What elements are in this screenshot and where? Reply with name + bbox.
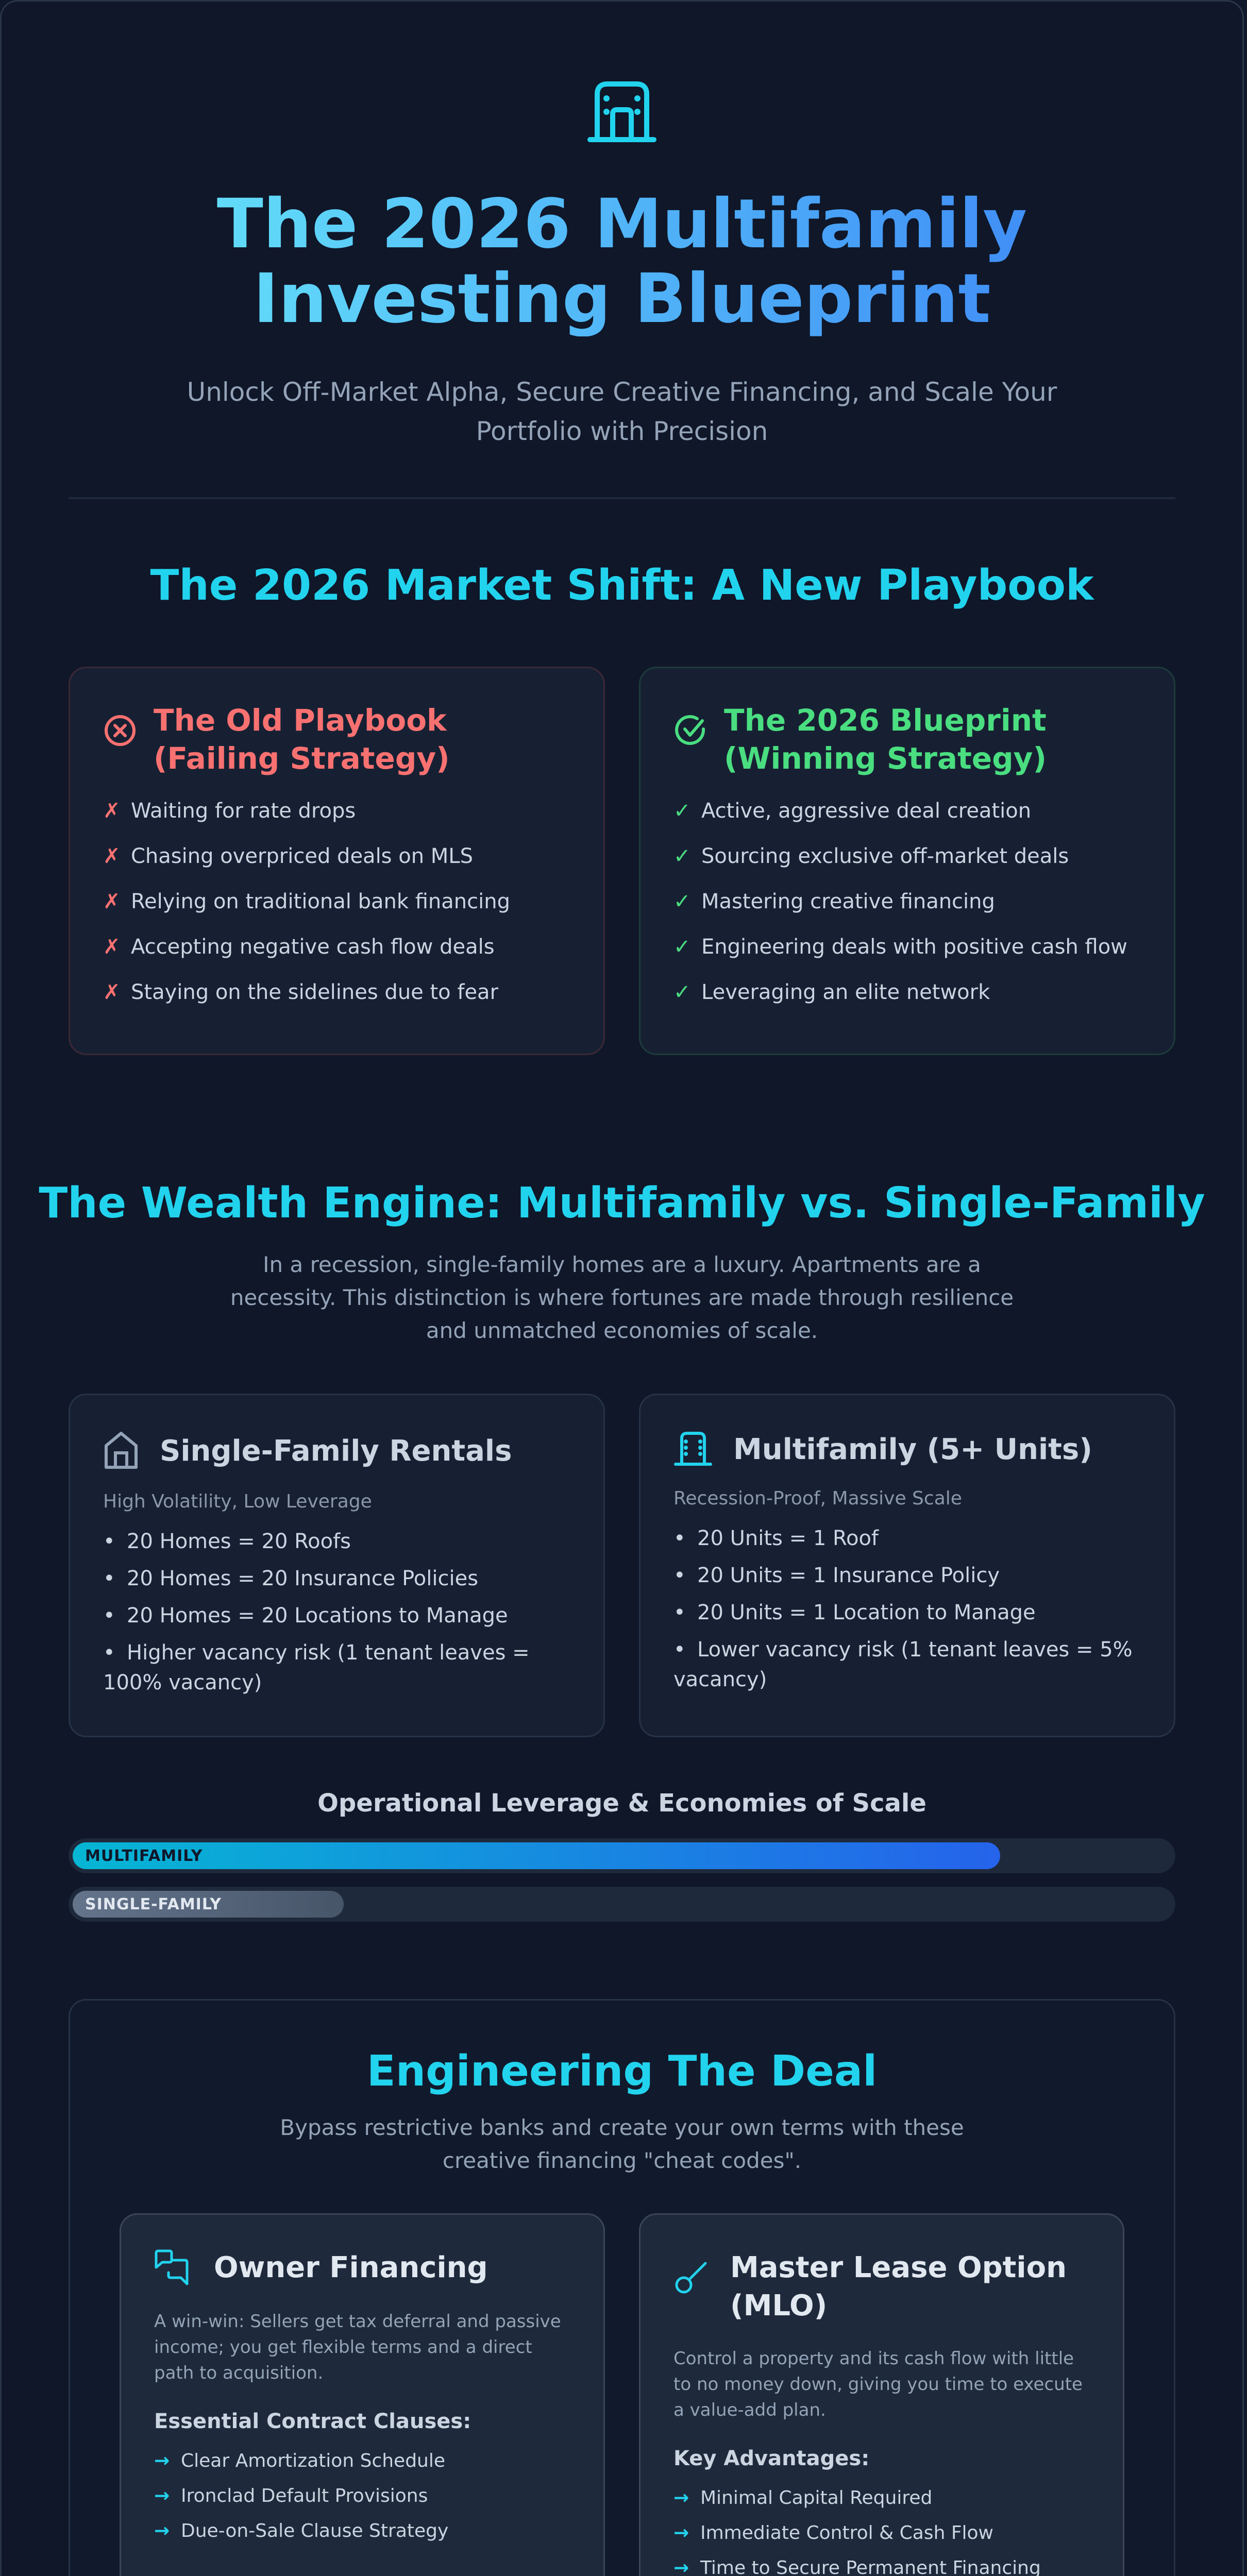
check-mark-icon: ✓ (673, 799, 691, 823)
engineering-section: Engineering The Deal Bypass restrictive … (69, 1999, 1175, 2576)
list-item: 20 Units = 1 Insurance Policy (673, 1561, 1141, 1590)
multifamily-bar: MULTIFAMILY (73, 1842, 1001, 1870)
card-title: Owner Financing (214, 2251, 488, 2285)
house-icon (105, 1432, 138, 1469)
owner-financing-card: Owner Financing A win-win: Sellers get t… (120, 2213, 605, 2576)
list-item: 20 Units = 1 Roof (673, 1523, 1141, 1553)
card-title: The 2026 Blueprint (Winning Strategy) (724, 703, 1047, 776)
list-item: 20 Homes = 20 Insurance Policies (103, 1564, 570, 1594)
check-mark-icon: ✓ (673, 935, 691, 959)
arrow-icon: → (154, 2520, 170, 2542)
card-title: Single-Family Rentals (160, 1434, 512, 1468)
arrow-icon: → (673, 2487, 689, 2509)
list-item: →Ironclad Default Provisions (154, 2479, 570, 2514)
arrow-icon: → (154, 2450, 170, 2472)
x-mark-icon: ✗ (103, 935, 121, 959)
new-blueprint-list: ✓Active, aggressive deal creation ✓Sourc… (641, 796, 1174, 1054)
multifamily-card: Multifamily (5+ Units) Recession-Proof, … (639, 1394, 1175, 1738)
old-playbook-card: The Old Playbook (Failing Strategy) ✗Wai… (69, 667, 605, 1056)
page-title: The 2026 Multifamily Investing Blueprint (81, 187, 1163, 336)
section-title: The Wealth Engine: Multifamily vs. Singl… (39, 1179, 1205, 1228)
list-item: →Immediate Control & Cash Flow (673, 2516, 1090, 2551)
check-mark-icon: ✓ (673, 844, 691, 869)
check-circle-icon (675, 715, 705, 745)
card-subheading: Key Advantages: (673, 2447, 870, 2471)
list-item: 20 Units = 1 Location to Manage (673, 1598, 1141, 1628)
arrow-icon: → (673, 2557, 689, 2576)
x-mark-icon: ✗ (103, 844, 121, 869)
new-blueprint-card: The 2026 Blueprint (Winning Strategy) ✓A… (639, 667, 1175, 1056)
advantages-list: →Minimal Capital Required →Immediate Con… (673, 2481, 1090, 2576)
list-item: ✗Accepting negative cash flow deals (103, 932, 570, 962)
apartment-building-icon (674, 1432, 712, 1466)
multifamily-list: 20 Units = 1 Roof 20 Units = 1 Insurance… (641, 1523, 1174, 1733)
arrow-icon: → (673, 2522, 689, 2544)
list-item: 20 Homes = 20 Roofs (103, 1527, 570, 1556)
list-item: ✗Chasing overpriced deals on MLS (103, 841, 570, 871)
list-item: ✗Staying on the sidelines due to fear (103, 977, 570, 1007)
list-item: ✓Leveraging an elite network (673, 977, 1141, 1007)
card-title: Master Lease Option (MLO) (730, 2251, 1067, 2323)
x-mark-icon: ✗ (103, 799, 121, 823)
page-subtitle: Unlock Off-Market Alpha, Secure Creative… (187, 377, 1057, 447)
arrow-icon: → (154, 2485, 170, 2507)
building-icon (587, 81, 656, 142)
list-item: ✓Mastering creative financing (673, 887, 1141, 917)
single-family-bar: SINGLE-FAMILY (73, 1891, 344, 1918)
list-item: Higher vacancy risk (1 tenant leaves = 1… (103, 1638, 570, 1698)
chart-title: Operational Leverage & Economies of Scal… (317, 1789, 926, 1818)
x-mark-icon: ✗ (103, 980, 121, 1005)
single-family-bar-track: SINGLE-FAMILY (69, 1887, 1175, 1922)
list-item: →Time to Secure Permanent Financing (673, 2551, 1090, 2576)
check-mark-icon: ✓ (673, 980, 691, 1005)
section-title: Engineering The Deal (366, 2047, 878, 2096)
single-family-card: Single-Family Rentals High Volatility, L… (69, 1394, 605, 1738)
list-item: ✓Active, aggressive deal creation (673, 796, 1141, 826)
wealth-engine-section: The Wealth Engine: Multifamily vs. Singl… (2, 1055, 1242, 1922)
section-description: In a recession, single-family homes are … (230, 1252, 1014, 1344)
check-mark-icon: ✓ (673, 890, 691, 914)
card-description: A win-win: Sellers get tax deferral and … (154, 2311, 561, 2384)
list-item: →Minimal Capital Required (673, 2481, 1090, 2516)
x-mark-icon: ✗ (103, 890, 121, 914)
section-description: Bypass restrictive banks and create your… (280, 2115, 964, 2174)
single-family-list: 20 Homes = 20 Roofs 20 Homes = 20 Insura… (70, 1527, 603, 1736)
list-item: →Due-on-Sale Clause Strategy (154, 2514, 570, 2549)
key-icon (675, 2262, 707, 2294)
multifamily-bar-track: MULTIFAMILY (69, 1838, 1175, 1874)
divider (69, 497, 1175, 500)
card-title: The Old Playbook (Failing Strategy) (154, 703, 450, 776)
list-item: ✗Waiting for rate drops (103, 796, 570, 826)
hero-section: The 2026 Multifamily Investing Blueprint… (2, 2, 1242, 451)
chat-bubbles-icon (155, 2249, 189, 2285)
list-item: Lower vacancy risk (1 tenant leaves = 5%… (673, 1635, 1141, 1694)
clauses-list: →Clear Amortization Schedule →Ironclad D… (154, 2444, 570, 2549)
list-item: ✓Sourcing exclusive off-market deals (673, 841, 1141, 871)
card-title: Multifamily (5+ Units) (733, 1432, 1092, 1466)
card-description: Control a property and its cash flow wit… (673, 2348, 1083, 2421)
market-shift-section: The 2026 Market Shift: A New Playbook Th… (2, 499, 1242, 1056)
mlo-card: Master Lease Option (MLO) Control a prop… (639, 2213, 1124, 2576)
list-item: →Clear Amortization Schedule (154, 2444, 570, 2479)
x-circle-icon (105, 715, 136, 747)
card-subtitle: Recession-Proof, Massive Scale (673, 1488, 962, 1510)
card-subheading: Essential Contract Clauses: (154, 2410, 471, 2434)
list-item: 20 Homes = 20 Locations to Manage (103, 1601, 570, 1631)
old-playbook-list: ✗Waiting for rate drops ✗Chasing overpri… (70, 796, 603, 1054)
list-item: ✗Relying on traditional bank financing (103, 887, 570, 917)
card-subtitle: High Volatility, Low Leverage (103, 1491, 372, 1513)
leverage-chart: Operational Leverage & Economies of Scal… (69, 1789, 1175, 1922)
section-title: The 2026 Market Shift: A New Playbook (150, 561, 1094, 611)
list-item: ✓Engineering deals with positive cash fl… (673, 932, 1141, 962)
